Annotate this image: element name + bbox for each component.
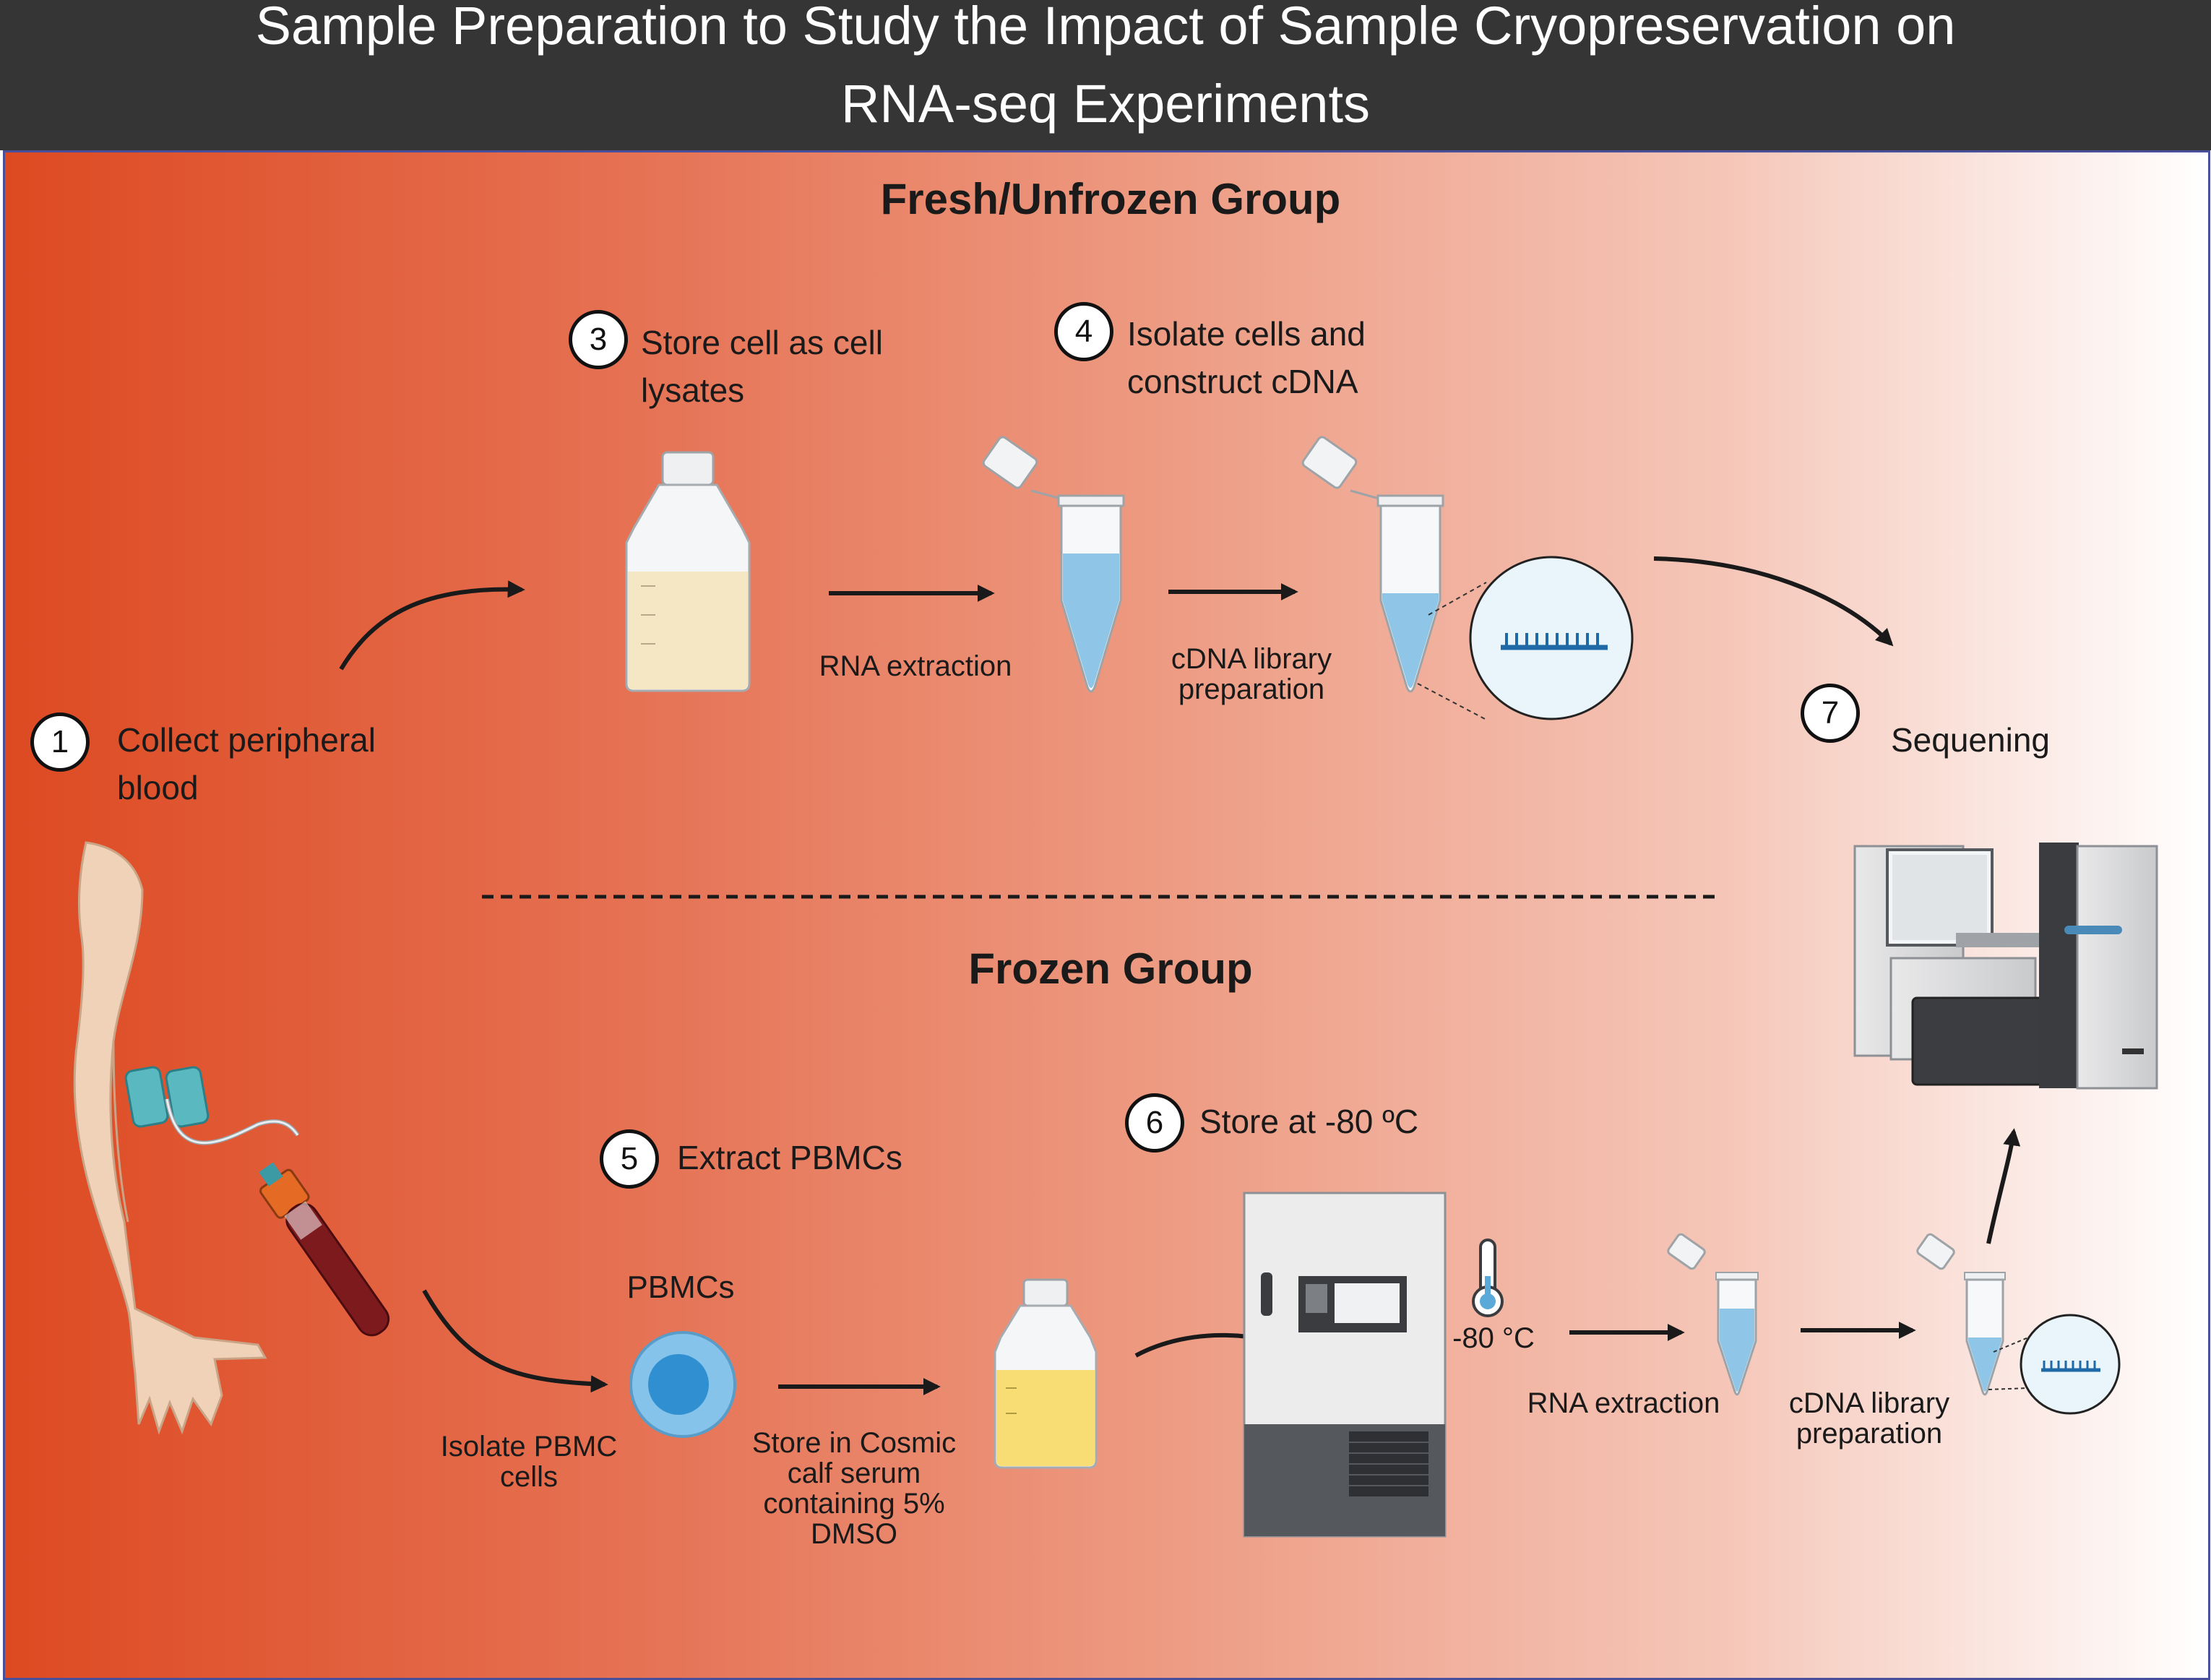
arrow-isolate-pbmc: [422, 1289, 608, 1393]
rna-tube-frozen: [1667, 1233, 1759, 1396]
arrow-to-sequencer-fresh: [1653, 556, 1894, 647]
step-4-badge: 4: [1054, 302, 1113, 361]
isolate-pbmc-label: Isolate PBMC cells: [440, 1431, 618, 1493]
step-5-badge: 5: [600, 1129, 659, 1189]
step-3-label: Store cell as cell lysates: [641, 324, 883, 409]
pbmcs-label: PBMCs: [626, 1270, 735, 1305]
diagram-title: Sample Preparation to Study the Impact o…: [0, 0, 2211, 143]
step-1-label: Collect peripheral blood: [117, 721, 376, 806]
frozen-group-heading: Frozen Group: [968, 944, 1253, 993]
title-line-1: Sample Preparation to Study the Impact o…: [255, 0, 1956, 56]
diagram-panel: Fresh/Unfrozen Group Frozen Group 1 Coll…: [3, 150, 2210, 1680]
step-7-badge: 7: [1801, 684, 1860, 743]
temperature-label: -80 °C: [1452, 1322, 1535, 1354]
step-6-badge: 6: [1125, 1093, 1184, 1153]
step-5-label: Extract PBMCs: [677, 1139, 902, 1176]
step-1-badge: 1: [30, 712, 90, 772]
cdna-zoom-circle-small: [2020, 1314, 2121, 1415]
arm-shape: [73, 841, 267, 1435]
fresh-rna-extraction-label: RNA extraction: [819, 650, 1012, 682]
pbmc-cell: [629, 1331, 736, 1438]
title-line-2: RNA-seq Experiments: [840, 74, 1370, 134]
blood-collection-tube: [259, 1162, 390, 1337]
ultra-low-freezer: [1243, 1192, 1447, 1538]
cdna-tube-fresh: [1301, 436, 1634, 720]
title-bar: Sample Preparation to Study the Impact o…: [0, 0, 2211, 150]
frozen-cdna-prep-label: cDNA library preparation: [1788, 1387, 1950, 1449]
lysate-bottle: [625, 451, 751, 692]
cdna-zoom-circle: [1469, 556, 1634, 720]
step-3-badge: 3: [569, 310, 628, 369]
fresh-group-heading: Fresh/Unfrozen Group: [880, 175, 1341, 223]
arrow-to-bottle: [339, 580, 525, 671]
arrow-to-sequencer-frozen: [1986, 1128, 2021, 1244]
step-6-label: Store at -80 ºC: [1199, 1103, 1419, 1140]
fresh-cdna-prep-label: cDNA library preparation: [1171, 643, 1332, 705]
thermometer-icon: [1472, 1239, 1504, 1317]
step-4-label: Isolate cells and construct cDNA: [1127, 315, 1366, 400]
store-serum-label: Store in Cosmic calf serum containing 5%…: [751, 1427, 957, 1550]
diagram-artwork: [73, 436, 2158, 1538]
frozen-rna-extraction-label: RNA extraction: [1527, 1387, 1720, 1419]
butterfly-needle-wing: [124, 1066, 169, 1128]
cdna-tube-frozen: [1916, 1233, 2121, 1415]
flow-arrows: [339, 556, 2021, 1395]
sequencer-machine: [1853, 843, 2158, 1090]
rna-tube-fresh: [982, 436, 1125, 693]
step-7-label: Sequening: [1891, 721, 2050, 759]
arm-blood-draw-illustration: [73, 841, 390, 1435]
serum-bottle: [994, 1278, 1098, 1469]
